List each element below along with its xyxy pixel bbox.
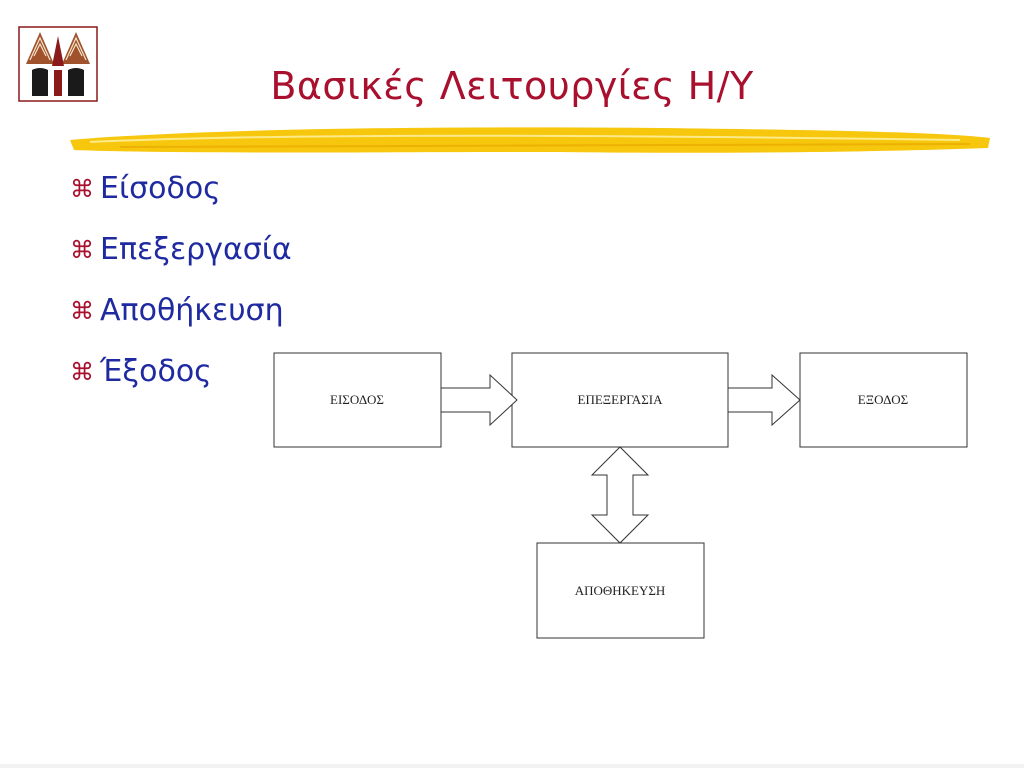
box-storage-label: ΑΠΟΘΗΚΕΥΣΗ	[575, 583, 666, 598]
bullet-text: Επεξεργασία	[100, 231, 292, 267]
box-output	[799, 352, 968, 448]
bullet-item-input: ⌘ Είσοδος	[70, 158, 292, 219]
arrow-processing-to-output	[727, 373, 801, 427]
bullet-item-processing: ⌘ Επεξεργασία	[70, 219, 292, 280]
box-output-label: ΕΞΟΔΟΣ	[858, 392, 908, 407]
bullet-item-storage: ⌘ Αποθήκευση	[70, 280, 292, 341]
title-underline-stroke	[70, 127, 990, 153]
box-processing	[511, 352, 729, 448]
arrow-processing-storage-bidirectional	[590, 446, 650, 544]
command-bullet-icon: ⌘	[70, 174, 94, 203]
slide-footer-line	[0, 764, 1024, 768]
command-bullet-icon: ⌘	[70, 296, 94, 325]
command-bullet-icon: ⌘	[70, 357, 94, 386]
box-input-label: ΕΙΣΟΔΟΣ	[330, 392, 384, 407]
university-logo-icon	[18, 26, 98, 102]
command-bullet-icon: ⌘	[70, 235, 94, 264]
bullet-text: Αποθήκευση	[100, 292, 284, 328]
slide-title: Βασικές Λειτουργίες Η/Υ	[270, 64, 754, 108]
box-processing-label: ΕΠΕΞΕΡΓΑΣΙΑ	[578, 392, 664, 407]
bullet-list: ⌘ Είσοδος ⌘ Επεξεργασία ⌘ Αποθήκευση ⌘ Έ…	[70, 158, 292, 402]
arrow-input-to-processing	[440, 373, 518, 427]
bullet-text: Είσοδος	[100, 170, 221, 206]
bullet-item-output: ⌘ Έξοδος	[70, 341, 292, 402]
bullet-text: Έξοδος	[100, 353, 212, 389]
box-storage	[536, 542, 705, 639]
